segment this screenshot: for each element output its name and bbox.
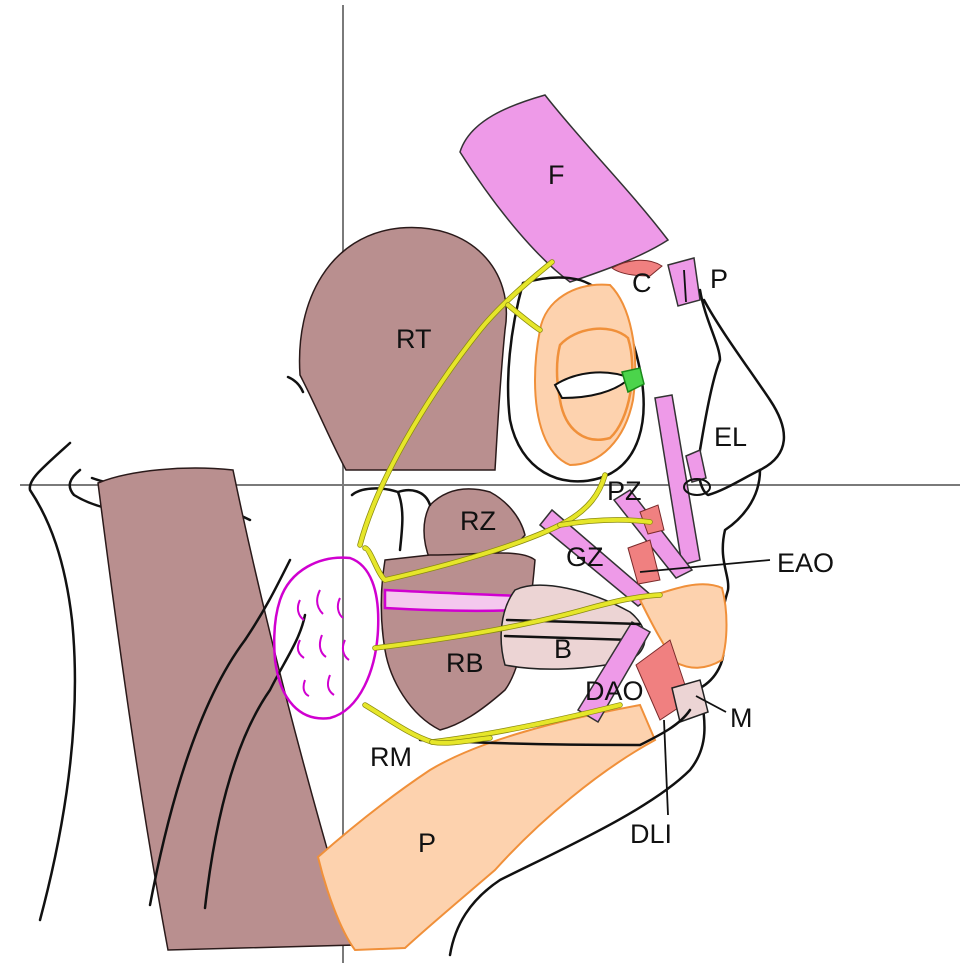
label-buccal-branch: RB [446,648,484,678]
dli-leader-line [664,720,668,815]
label-corrugator: C [632,268,652,298]
posterior-muscle-band [98,468,355,950]
temporalis-hook [288,377,303,392]
label-temporalis: RT [396,324,432,354]
label-zygomatic-branch: RZ [460,506,496,536]
face-profile-outline [698,290,784,495]
label-levator-labii: EL [714,422,747,452]
label-platysma: P [418,828,436,858]
neck-back-outline [30,443,75,920]
label-marginal-mandibular: RM [370,742,412,772]
label-zygomaticus-minor: PZ [607,476,642,506]
label-eao: EAO [777,548,834,578]
label-procerus: P [710,264,728,294]
label-zygomaticus-major: GZ [566,542,604,572]
label-depressor-anguli-oris: DAO [585,676,644,706]
levator-alae-muscle [686,450,706,482]
label-buccinator: B [554,634,572,664]
label-frontalis: F [548,160,565,190]
label-depressor-labii: DLI [630,819,672,849]
parotid-gland [274,558,378,719]
eao-leader-line [640,560,770,572]
parotid-texture [298,590,349,696]
label-mentalis: M [730,703,753,733]
